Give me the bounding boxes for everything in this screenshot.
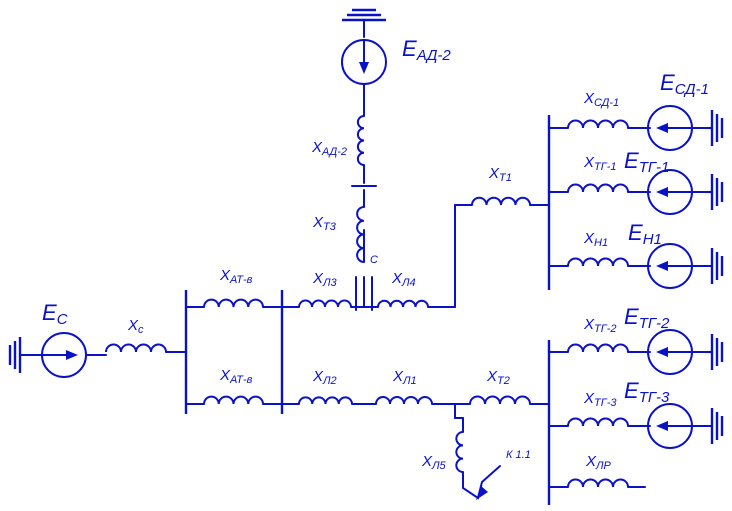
label-x-l3: XЛ3 xyxy=(312,270,338,289)
label-x-at-v-2: XАТ-в xyxy=(219,367,253,386)
coil-x-tg-3 xyxy=(567,417,629,427)
source-e-tg-1 xyxy=(647,169,693,215)
source-e-tg-3 xyxy=(647,403,693,449)
source-e-ad-2 xyxy=(341,39,387,85)
coil-x-l3 xyxy=(298,299,352,308)
coil-x-tg-1 xyxy=(567,183,629,193)
label-x-c: Xc xyxy=(127,317,144,336)
coil-x-sd-1 xyxy=(567,119,629,129)
label-x-t3: XТ3 xyxy=(312,214,337,233)
label-x-tg-2: XТГ-2 xyxy=(583,316,617,335)
label-x-sd-1: XСД-1 xyxy=(583,90,619,109)
wires xyxy=(19,19,713,488)
ground-e-tg-1 xyxy=(710,174,724,210)
coil-x-l5 xyxy=(455,431,464,473)
label-x-tg-1: XТГ-1 xyxy=(583,154,617,173)
coil-x-l1 xyxy=(375,396,433,405)
coil-x-t2 xyxy=(469,395,531,405)
label-x-l4: XЛ4 xyxy=(391,270,416,289)
label-x-n1: XН1 xyxy=(583,230,608,249)
ground-e-tg-3 xyxy=(710,408,724,444)
label-e-tg-2: EТГ-2 xyxy=(624,304,670,332)
inductances xyxy=(105,115,629,488)
coil-x-n1 xyxy=(567,257,629,267)
coil-x-l2 xyxy=(298,396,353,405)
fault-arrowhead xyxy=(476,486,488,500)
ground-e-sd-1 xyxy=(710,110,724,146)
label-e-n1: EН1 xyxy=(628,220,662,248)
label-e-tg-1: EТГ-1 xyxy=(624,148,669,176)
label-x-l1: XЛ1 xyxy=(392,368,417,387)
label-e-tg-3: EТГ-3 xyxy=(624,378,670,406)
label-x-l2: XЛ2 xyxy=(312,368,337,387)
labels: EC Xc XАТ-в XАТ-в XЛ3 XЛ4 XЛ2 XЛ1 XТ2 XТ… xyxy=(42,36,709,472)
label-e-sd-1: EСД-1 xyxy=(660,70,709,98)
buses xyxy=(184,115,551,505)
label-c-point: С xyxy=(370,254,378,266)
coil-x-tg-2 xyxy=(567,343,629,353)
label-x-lr: XЛР xyxy=(585,453,612,472)
coil-x-t3 xyxy=(356,206,365,263)
sources xyxy=(41,39,693,449)
ground-e-c xyxy=(8,337,22,373)
coil-x-t1 xyxy=(471,196,531,206)
label-x-at-v-1: XАТ-в xyxy=(219,267,253,286)
grounds xyxy=(8,8,724,444)
label-k-1-1: К 1.1 xyxy=(506,449,531,461)
label-x-t2: XТ2 xyxy=(486,368,510,387)
coil-x-at-v-2 xyxy=(203,395,264,405)
coil-x-ad-2 xyxy=(356,115,365,166)
label-x-ad-2: XАД-2 xyxy=(311,139,347,158)
coil-x-at-v-1 xyxy=(203,298,264,308)
ground-e-n1 xyxy=(710,248,724,284)
coil-x-lr xyxy=(567,478,629,488)
label-x-tg-3: XТГ-3 xyxy=(583,390,617,409)
label-x-l5: XЛ5 xyxy=(421,453,447,472)
coil-x-c xyxy=(105,343,167,353)
coil-x-l4 xyxy=(377,299,429,308)
ground-e-tg-2 xyxy=(710,334,724,370)
ground-e-ad-2 xyxy=(342,8,386,22)
label-e-ad-2: EАД-2 xyxy=(402,36,451,64)
label-e-c: EC xyxy=(42,300,68,328)
source-e-n1 xyxy=(647,243,693,289)
source-e-tg-2 xyxy=(647,329,693,375)
label-x-t1: XТ1 xyxy=(488,165,512,184)
source-e-c xyxy=(41,332,87,378)
source-e-sd-1 xyxy=(647,105,693,151)
capacitor-mark xyxy=(351,185,377,311)
